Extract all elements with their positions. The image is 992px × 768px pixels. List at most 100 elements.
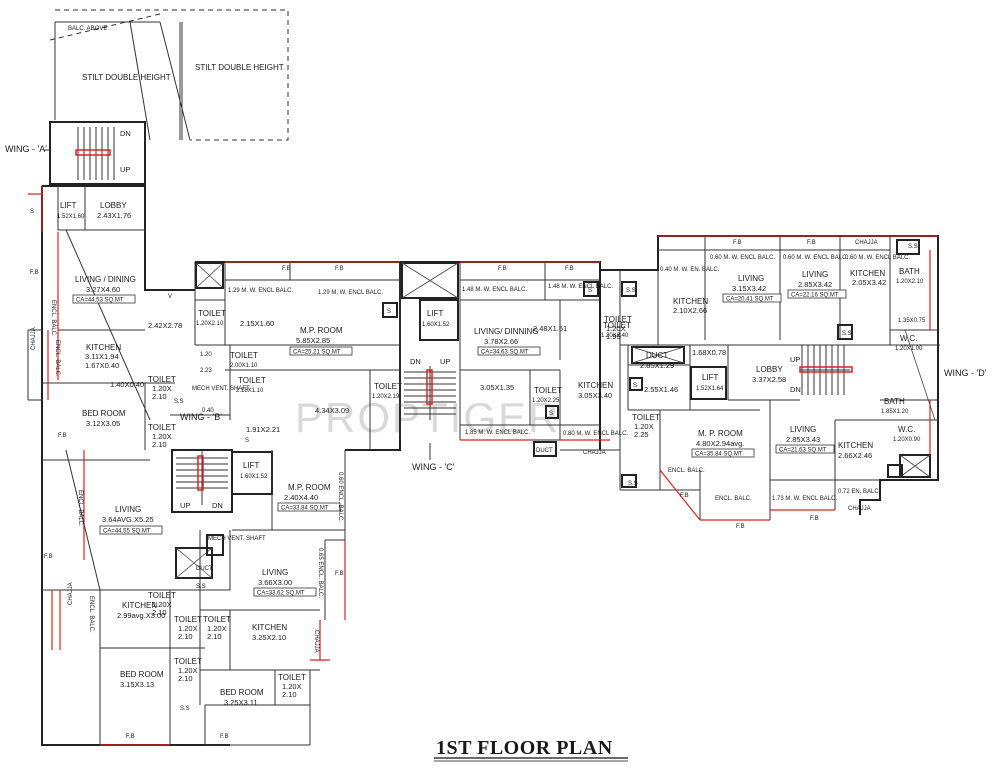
wing-a-bedroom-1: BED ROOM bbox=[82, 409, 126, 418]
wing-d-balc-060b: 0.60 M. W. ENCL BALC. bbox=[783, 255, 848, 261]
wing-a-toilet-2: TOILET bbox=[148, 423, 176, 432]
plan-label: 4.80X2.94avg. bbox=[696, 439, 744, 448]
plan-label: 3.64AVG.X5.25 bbox=[102, 515, 154, 524]
plan-label: F.B bbox=[30, 270, 39, 276]
wing-d-toilet-1: TOILET bbox=[604, 315, 632, 324]
wing-a-chajja-1: CHAJJA bbox=[31, 327, 37, 350]
plan-label: V bbox=[168, 294, 172, 300]
plan-label: S.S bbox=[908, 244, 918, 250]
plan-label: S.S bbox=[842, 331, 852, 337]
plan-label: CA=25.21 SQ.MT bbox=[293, 350, 341, 356]
plan-label: F.B bbox=[44, 554, 53, 560]
wing-c-balc-148b: 1.48 M. W. ENCL BALC. bbox=[548, 284, 613, 290]
wing-a-lobby: LOBBY bbox=[100, 201, 127, 210]
plan-label: S bbox=[245, 438, 249, 444]
plan-label: 1.68X0.78 bbox=[692, 348, 726, 357]
plan-label: 3.25X2.10 bbox=[252, 633, 286, 642]
title-block: 1ST FLOOR PLAN bbox=[434, 737, 628, 762]
wing-c-walls: S S bbox=[399, 261, 620, 457]
wing-d-balc-072: 0.72 EN. BALC. bbox=[838, 489, 881, 495]
stair-up-a: UP bbox=[120, 165, 130, 174]
wing-d-mp-room: M. P. ROOM bbox=[698, 429, 743, 438]
plan-label: 1.52X1.64 bbox=[696, 386, 724, 392]
plan-label: F.B bbox=[335, 266, 344, 272]
plan-label: CHAJJA bbox=[848, 506, 871, 512]
wing-b-mp-room: M.P. ROOM bbox=[288, 483, 331, 492]
wing-a-kitchen-2: KITCHEN bbox=[122, 601, 157, 610]
wing-a-encl-balc-4: ENCL. BALC. bbox=[88, 596, 94, 633]
wing-a-living-dining: LIVING / DINING bbox=[75, 275, 136, 284]
plan-label: 1.20 bbox=[200, 352, 212, 358]
wing-d-label: WING - 'D' bbox=[944, 368, 987, 378]
wing-a-encl-balc-1: ENCL. BALC. bbox=[50, 300, 56, 337]
plan-label: 2.43X1.76 bbox=[97, 211, 131, 220]
wing-d-wc-2: W.C. bbox=[898, 425, 915, 434]
plan-label: 2.10 bbox=[178, 632, 193, 641]
wing-c-balc-148a: 1.48 M. W. ENCL BALC. bbox=[462, 287, 527, 293]
plan-label: 4.34X3.09 bbox=[315, 406, 349, 415]
plan-label: DN bbox=[790, 385, 801, 394]
plan-label: F.B bbox=[335, 571, 344, 577]
stilt-area: BALC. ABOVE STILT DOUBLE HEIGHT STILT DO… bbox=[49, 9, 289, 230]
wing-b-balc-129b: 1.29 M. W. ENCL BALC. bbox=[318, 290, 383, 296]
stilt-label-1: STILT DOUBLE HEIGHT bbox=[82, 73, 171, 82]
plan-label: 2.55X1.46 bbox=[644, 385, 678, 394]
wing-b-living: LIVING bbox=[262, 568, 288, 577]
wing-labels: WING - 'A' WING - 'B' WING - 'C' WING - … bbox=[5, 144, 987, 472]
wing-a-bedroom-2: BED ROOM bbox=[120, 670, 164, 679]
plan-label: 2.00X1.10 bbox=[230, 363, 258, 369]
wing-b-toilet-3: TOILET bbox=[238, 376, 266, 385]
plan-label: 3.11X1.94 bbox=[85, 352, 119, 361]
plan-label: F.B bbox=[810, 516, 819, 522]
wing-d-kitchen-1: KITCHEN bbox=[673, 297, 708, 306]
plan-label: 2.42X2.78 bbox=[148, 321, 182, 330]
wing-a-encl-balc-2: ENCL. BALC. bbox=[54, 340, 60, 377]
plan-label: S.S bbox=[628, 481, 638, 487]
wing-a-stair: DN UP bbox=[49, 121, 146, 185]
wing-d-living-3: LIVING bbox=[790, 425, 816, 434]
wing-d-encl-balc-2: ENCL. BALC. bbox=[668, 468, 705, 474]
plan-label: F.B bbox=[565, 266, 574, 272]
plan-label: 1.91X2.21 bbox=[246, 425, 280, 434]
wing-c-balc-185: 1.85 M. W. ENCL BALC. bbox=[465, 430, 530, 436]
wing-b-encl-065: 0.65 ENCL. BALC. bbox=[317, 548, 323, 598]
plan-label: F.B bbox=[680, 493, 689, 499]
wing-a-lift: LIFT bbox=[60, 201, 77, 210]
wing-b-lift: LIFT bbox=[243, 461, 260, 470]
plan-label: 1.20X2.10 bbox=[196, 321, 224, 327]
wing-d-balc-060a: 0.60 M. W. ENCL BALC. bbox=[710, 255, 775, 261]
wing-a-labels: LIFT 1.52X1.60 LOBBY 2.43X1.76 LIVING / … bbox=[30, 201, 202, 740]
plan-label: UP bbox=[440, 357, 450, 366]
plan-label: CA=44.53 SQ.MT bbox=[76, 298, 124, 304]
wing-d-balc-040: 0.40 M. W. EN. BALC. bbox=[660, 267, 720, 273]
plan-label: CA=22.16 SQ.MT bbox=[791, 293, 839, 299]
plan-label: 1.52X1.60 bbox=[57, 214, 85, 220]
plan-label: 1.20X bbox=[282, 682, 302, 691]
wing-c-label: WING - 'C' bbox=[412, 462, 455, 472]
wing-b-toilet-6: TOILET bbox=[148, 591, 176, 600]
plan-label: F.B bbox=[58, 433, 67, 439]
wing-d-encl-balc-1: ENCL. BALC. bbox=[715, 496, 752, 502]
plan-label: UP bbox=[790, 355, 800, 364]
plan-label: 1.60X1.52 bbox=[240, 474, 268, 480]
plan-label: UP bbox=[180, 501, 190, 510]
wing-c-kitchen: KITCHEN bbox=[578, 381, 613, 390]
plan-label: S.S bbox=[196, 584, 206, 590]
plan-label: 3.15X3.42 bbox=[732, 284, 766, 293]
wing-d-labels: TOILET 1.20X 1.95 0.40 M. W. EN. BALC. K… bbox=[604, 240, 926, 530]
plan-label: CA=33.62 SQ.MT bbox=[257, 591, 305, 597]
wing-b-balc-129a: 1.29 M. W. ENCL BALC. bbox=[228, 288, 293, 294]
wing-a-living-2: LIVING bbox=[115, 505, 141, 514]
wing-b-bedroom: BED ROOM bbox=[220, 688, 264, 697]
plan-label: 2.99avg.X3.00 bbox=[117, 611, 165, 620]
plan-label: 2.85X3.42 bbox=[798, 280, 832, 289]
plan-label: MECH VENT. SHAFT bbox=[208, 536, 266, 542]
plan-label: S bbox=[30, 209, 34, 215]
plan-label: F.B bbox=[282, 266, 291, 272]
plan-title: 1ST FLOOR PLAN bbox=[436, 737, 613, 759]
plan-label: 1.20X2.10 bbox=[896, 279, 924, 285]
wing-d-balc-060c: 0.60 M. W. ENCL BALC. bbox=[845, 255, 910, 261]
plan-label: S bbox=[633, 383, 637, 389]
plan-label: 2.40X4.40 bbox=[284, 493, 318, 502]
